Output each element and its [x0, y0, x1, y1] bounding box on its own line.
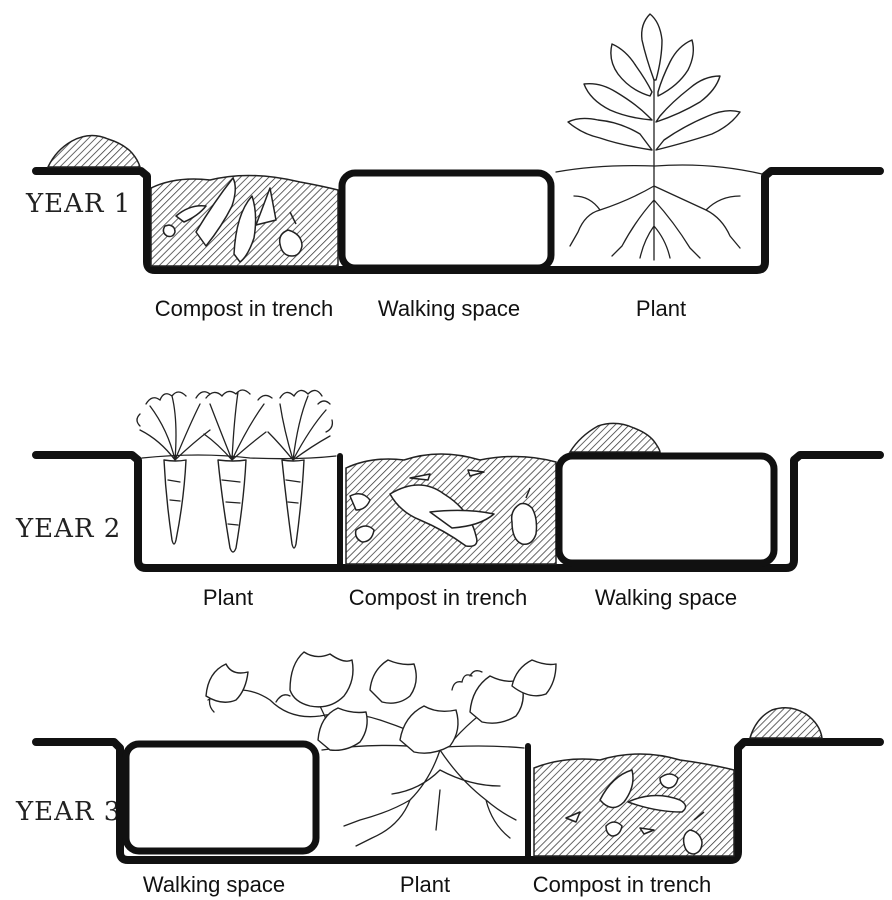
year-1-label: YEAR 1: [25, 189, 131, 219]
row-year-1: YEAR 1: [25, 14, 880, 321]
year-2-label: YEAR 2: [15, 514, 121, 544]
caption-plant: Plant: [400, 872, 450, 897]
leaf-icon: [512, 660, 556, 696]
caption-walking-space: Walking space: [143, 872, 285, 897]
plant-year-1: [556, 14, 762, 260]
plant-year-2: [137, 390, 336, 552]
leaf-icon: [318, 708, 367, 750]
seed-icon: [163, 225, 175, 237]
caption-walking-space: Walking space: [378, 296, 520, 321]
row-year-2: YEAR 2 Plant: [15, 390, 880, 610]
leaf-icon: [370, 660, 416, 703]
caption-plant: Plant: [203, 585, 253, 610]
carrot-icon: [164, 460, 186, 544]
caption-compost-in-trench: Compost in trench: [155, 296, 334, 321]
caption-compost-in-trench: Compost in trench: [533, 872, 712, 897]
compost-trench-year-1: [151, 175, 338, 266]
soil-mound-year-3: [750, 708, 822, 738]
caption-walking-space: Walking space: [595, 585, 737, 610]
walking-space-box-year-3: [126, 744, 316, 851]
captions-year-2: Plant Compost in trench Walking space: [203, 585, 737, 610]
compost-trench-year-3: [534, 754, 734, 856]
leaf-icon: [206, 664, 248, 702]
row-year-3: YEAR 3: [15, 652, 880, 897]
captions-year-1: Compost in trench Walking space Plant: [155, 296, 686, 321]
caption-plant: Plant: [636, 296, 686, 321]
walking-space-box-year-2: [559, 456, 774, 563]
walking-space-box-year-1: [342, 173, 551, 268]
compost-trench-year-2: [346, 454, 556, 564]
carrot-icon: [282, 460, 304, 548]
soil-mound-year-2: [570, 423, 660, 452]
soil-mound-year-1: [48, 135, 140, 167]
caption-compost-in-trench: Compost in trench: [349, 585, 528, 610]
year-3-label: YEAR 3: [15, 797, 121, 827]
captions-year-3: Walking space Plant Compost in trench: [143, 872, 711, 897]
carrot-icon: [218, 460, 246, 552]
leaf-icon: [290, 652, 353, 707]
leaf-icon: [400, 706, 458, 753]
